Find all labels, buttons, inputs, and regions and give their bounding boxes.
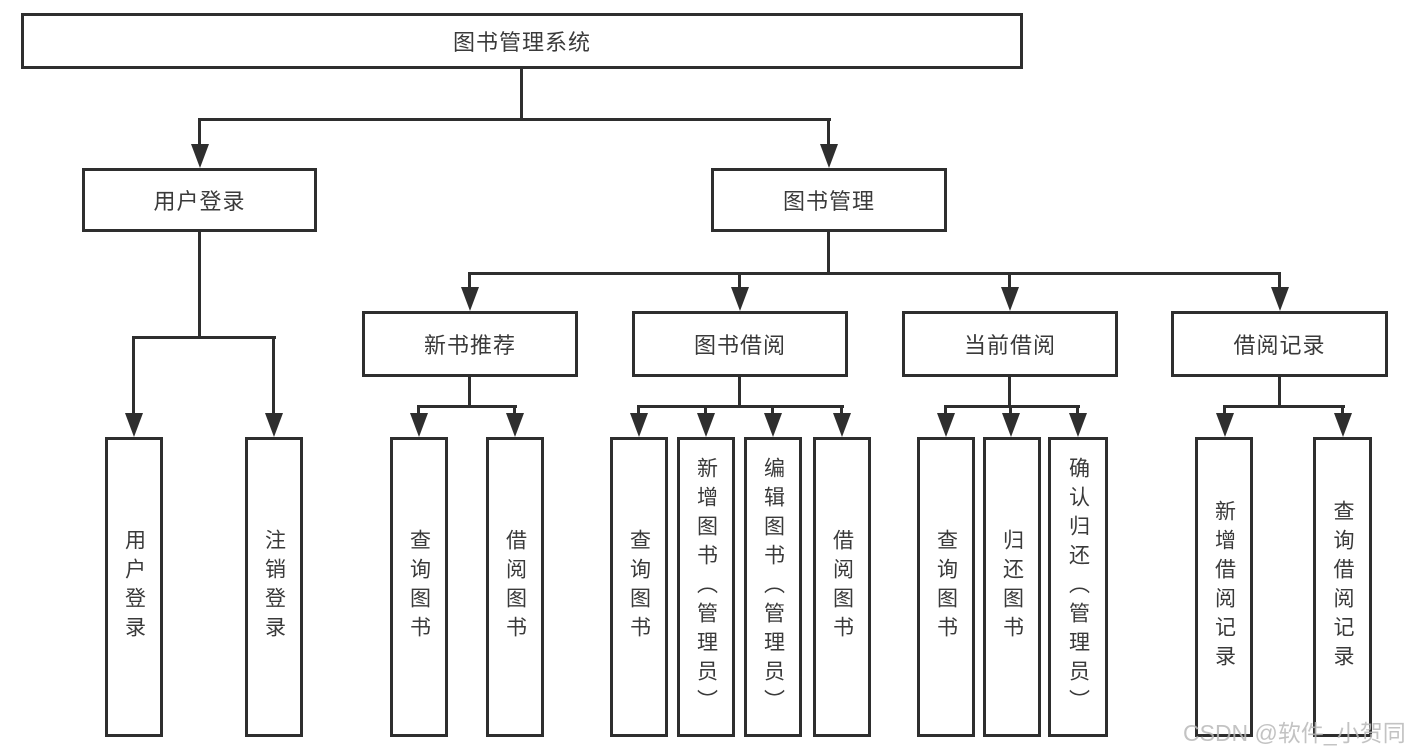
leaf-label: 查询图书: [627, 529, 651, 645]
arrow-down-icon: [1001, 287, 1019, 311]
leaf-label: 新增图书（管理员）: [694, 456, 718, 718]
connector-line: [771, 405, 774, 417]
leaf-label: 编辑图书（管理员）: [761, 456, 785, 718]
leaf-label: 归还图书: [1000, 529, 1024, 645]
leaf-edit-books-admin: 编辑图书（管理员）: [744, 437, 802, 737]
connector-line: [1278, 272, 1281, 292]
node-borrow-records: 借阅记录: [1171, 311, 1388, 377]
connector-line: [417, 405, 517, 408]
leaf-label: 用户登录: [122, 529, 146, 645]
arrow-down-icon: [731, 287, 749, 311]
arrow-down-icon: [1069, 413, 1087, 437]
connector-line: [1008, 272, 1011, 292]
arrow-down-icon: [506, 413, 524, 437]
arrow-down-icon: [630, 413, 648, 437]
leaf-confirm-return-admin: 确认归还（管理员）: [1048, 437, 1108, 737]
csdn-watermark: CSDN @软件_小贺同学: [1183, 720, 1405, 746]
connector-line: [840, 405, 843, 417]
node-user-login: 用户登录: [82, 168, 317, 232]
arrow-down-icon: [697, 413, 715, 437]
leaf-label: 查询图书: [407, 529, 431, 645]
leaf-label: 新增借阅记录: [1212, 500, 1236, 674]
connector-line: [637, 405, 640, 417]
connector-line: [1223, 405, 1345, 408]
connector-line: [738, 272, 741, 292]
arrow-down-icon: [461, 287, 479, 311]
connector-line: [520, 69, 523, 118]
leaf-borrow-books: 借阅图书: [813, 437, 871, 737]
leaf-query-books-borrow: 查询图书: [610, 437, 668, 737]
connector-line: [704, 405, 707, 417]
connector-line: [738, 377, 741, 405]
leaf-query-borrow-record: 查询借阅记录: [1313, 437, 1372, 737]
leaf-borrow-books-recommend: 借阅图书: [486, 437, 544, 737]
connector-line: [132, 336, 276, 339]
arrow-down-icon: [410, 413, 428, 437]
connector-line: [272, 336, 275, 418]
arrow-down-icon: [191, 144, 209, 168]
connector-line: [1341, 405, 1344, 417]
connector-line: [944, 405, 947, 417]
leaf-label: 注销登录: [262, 529, 286, 645]
connector-line: [468, 272, 471, 292]
connector-line: [1008, 377, 1011, 405]
node-root-library-system: 图书管理系统: [21, 13, 1023, 69]
arrow-down-icon: [820, 144, 838, 168]
connector-line: [513, 405, 516, 417]
connector-line: [1076, 405, 1079, 417]
node-current-borrowing: 当前借阅: [902, 311, 1118, 377]
arrow-down-icon: [125, 413, 143, 437]
connector-line: [944, 405, 1080, 408]
connector-line: [827, 118, 830, 148]
leaf-logout: 注销登录: [245, 437, 303, 737]
connector-line: [417, 405, 420, 417]
leaf-label: 借阅图书: [503, 529, 527, 645]
leaf-add-borrow-record: 新增借阅记录: [1195, 437, 1253, 737]
arrow-down-icon: [1271, 287, 1289, 311]
leaf-label: 借阅图书: [830, 529, 854, 645]
leaf-return-books: 归还图书: [983, 437, 1041, 737]
leaf-query-books-recommend: 查询图书: [390, 437, 448, 737]
connector-line: [637, 405, 844, 408]
connector-line: [1009, 405, 1012, 417]
arrow-down-icon: [265, 413, 283, 437]
arrow-down-icon: [1334, 413, 1352, 437]
connector-line: [198, 232, 201, 336]
leaf-user-login: 用户登录: [105, 437, 163, 737]
connector-line: [132, 336, 135, 418]
leaf-label: 查询图书: [934, 529, 958, 645]
node-book-borrowing: 图书借阅: [632, 311, 848, 377]
arrow-down-icon: [764, 413, 782, 437]
leaf-label: 确认归还（管理员）: [1066, 456, 1090, 718]
connector-line: [827, 232, 830, 272]
leaf-label: 查询借阅记录: [1331, 500, 1354, 674]
connector-line: [468, 272, 1281, 275]
arrow-down-icon: [1002, 413, 1020, 437]
connector-line: [1278, 377, 1281, 405]
connector-line: [198, 118, 201, 148]
arrow-down-icon: [1216, 413, 1234, 437]
leaf-add-books-admin: 新增图书（管理员）: [677, 437, 735, 737]
node-new-book-recommend: 新书推荐: [362, 311, 578, 377]
node-book-management: 图书管理: [711, 168, 947, 232]
arrow-down-icon: [833, 413, 851, 437]
arrow-down-icon: [937, 413, 955, 437]
connector-line: [198, 118, 831, 121]
connector-line: [468, 377, 471, 405]
leaf-query-books-current: 查询图书: [917, 437, 975, 737]
connector-line: [1223, 405, 1226, 417]
